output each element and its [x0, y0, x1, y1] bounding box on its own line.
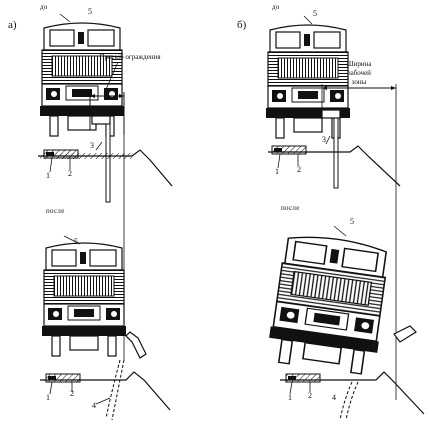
panel-a-callout-5-after: 5: [74, 237, 78, 246]
panel-a-diagram: [38, 13, 173, 421]
panel-b-annotation-line-2: рабочей: [347, 69, 371, 77]
panel-b-state-after: после: [281, 204, 300, 212]
panel-b-callout-4: 4: [332, 393, 336, 402]
panel-a-callout-1: 1: [46, 171, 50, 180]
panel-b-diagram: [265, 15, 425, 421]
panel-b-letter: б): [237, 19, 247, 31]
panel-b-callout-2-after: 2: [308, 391, 312, 400]
panel-b-callout-1: 1: [275, 167, 279, 176]
panel-a-callout-4: 4: [92, 401, 96, 410]
panel-a-callout-5: 5: [88, 7, 92, 16]
panel-a-letter: а): [8, 19, 17, 31]
panel-a-annotation: Просвіб ограждения: [99, 53, 161, 61]
panel-a-callout-3: 3: [90, 141, 94, 150]
panel-a-callout-2: 2: [68, 169, 72, 178]
panel-a-callout-2-after: 2: [70, 389, 74, 398]
panel-b-callout-3: 3: [322, 135, 326, 144]
panel-b-callout-5-after: 5: [350, 217, 354, 226]
panel-a-state-after: после: [46, 207, 65, 215]
panel-b-state-before: до: [272, 3, 280, 11]
panel-a-callout-1-after: 1: [46, 393, 50, 402]
panel-b-callout-2: 2: [297, 165, 301, 174]
panel-a-state-before: до: [40, 3, 48, 11]
panel-b-annotation-line-1: Ширина: [346, 60, 372, 68]
panel-b-callout-1-after: 1: [288, 393, 292, 402]
panel-b-callout-5: 5: [313, 9, 317, 18]
panel-b-annotation-line-3: зоны: [351, 78, 367, 86]
